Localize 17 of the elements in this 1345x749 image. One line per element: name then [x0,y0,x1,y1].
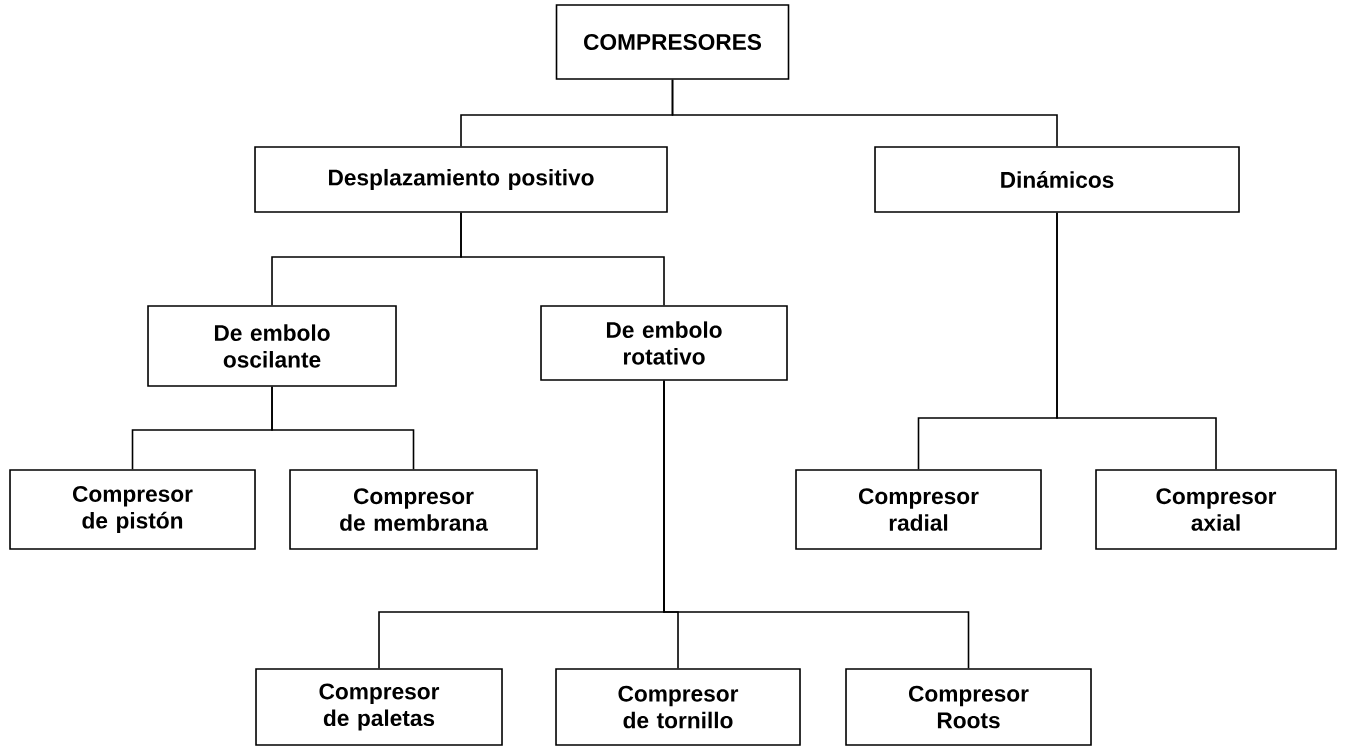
connector-line [671,79,1058,147]
category-box: Compresor axial [1095,469,1337,550]
connector-line [460,212,665,306]
category-box: Compresor de pistón [9,469,256,550]
connector-line [271,386,415,470]
category-box: Compresor de membrana [289,469,538,550]
category-box: De embolo oscilante [147,305,397,387]
category-box: COMPRESORES [555,4,790,80]
connector-line [663,380,970,669]
category-box: De embolo rotativo [540,305,788,381]
category-box: Desplazamiento positivo [254,146,668,213]
category-box: Compresor Roots [845,668,1092,746]
category-box: Compresor de paletas [255,668,503,746]
category-box: Compresor de tornillo [555,668,801,746]
category-box: Dinámicos [874,146,1240,213]
category-box: Compresor radial [795,469,1042,550]
connector-line [1056,212,1217,470]
